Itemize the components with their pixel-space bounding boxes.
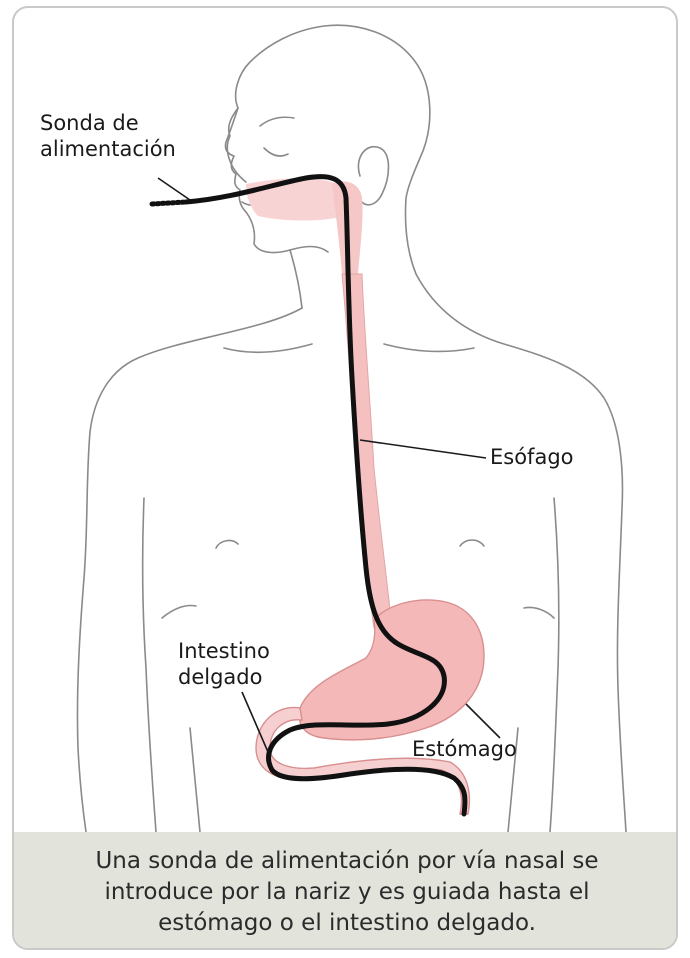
eye-icon — [264, 148, 288, 156]
label-small-intestine: Intestino delgado — [178, 638, 270, 690]
head-outline — [227, 25, 429, 274]
tube-end-dashed — [152, 202, 186, 204]
ear-icon — [358, 147, 388, 205]
rib-line — [162, 606, 196, 619]
arm-left-inner — [143, 498, 156, 832]
illustration-card: Sonda de alimentación Esófago Intestino … — [12, 6, 678, 950]
nipple-left — [216, 541, 238, 548]
arm-right-inner — [550, 498, 559, 832]
torso-side-left — [190, 728, 200, 832]
caption-text: Una sonda de alimentación por vía nasal … — [54, 846, 640, 939]
label-feeding-tube: Sonda de alimentación — [40, 110, 176, 162]
rib-line — [524, 607, 554, 618]
clavicle-right — [384, 344, 474, 351]
label-stomach: Estómago — [412, 736, 517, 762]
tube-leader — [158, 178, 190, 200]
label-esophagus: Esófago — [490, 444, 574, 470]
stomach-leader — [466, 704, 500, 738]
digestive-tract — [246, 178, 484, 814]
esophagus-leader — [360, 440, 486, 458]
clavicle-left — [224, 344, 312, 352]
eyebrow — [260, 117, 294, 126]
neck-front — [290, 250, 302, 308]
stomach — [299, 600, 484, 740]
nipple-right — [460, 540, 484, 546]
caption-bar: Una sonda de alimentación por vía nasal … — [14, 832, 678, 950]
